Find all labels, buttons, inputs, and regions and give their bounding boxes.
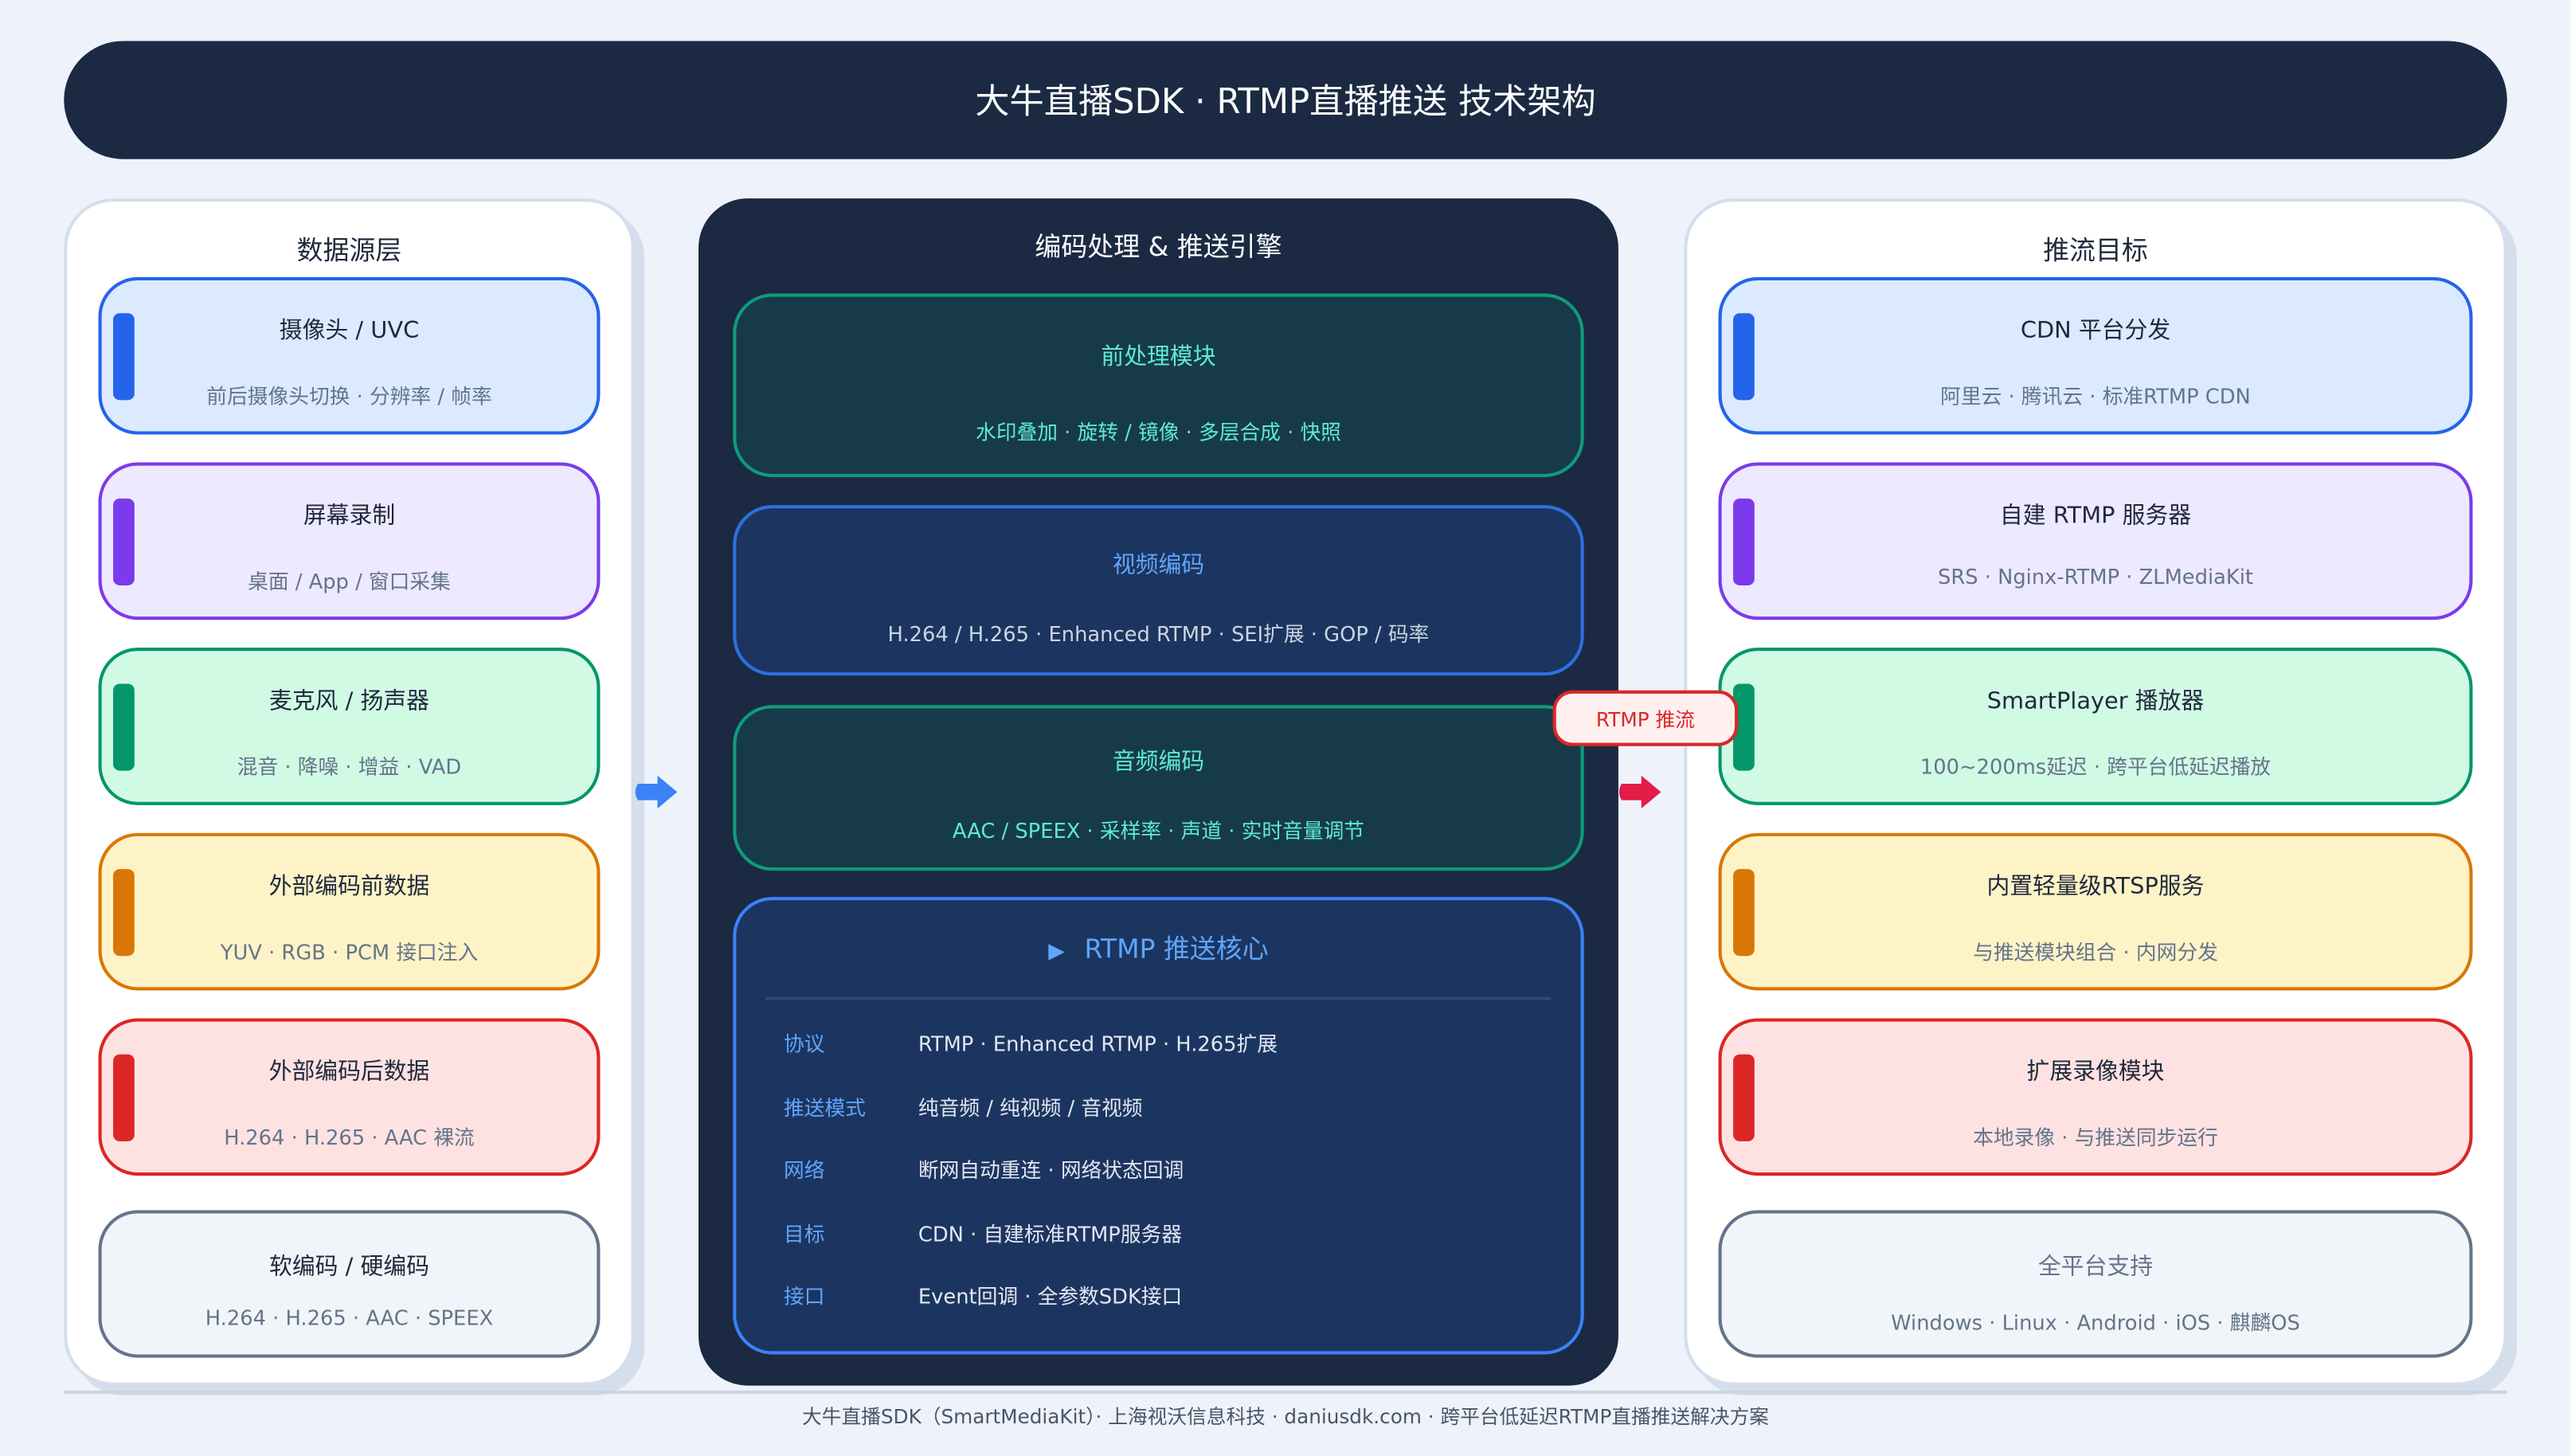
left-card: 摄像头 / UVC 前后摄像头切换 · 分辨率 / 帧率 bbox=[98, 276, 601, 435]
card-subtitle: YUV · RGB · PCM 接口注入 bbox=[220, 939, 479, 965]
module-title: 视频编码 bbox=[1112, 552, 1205, 579]
play-triangle-icon: ▶ bbox=[1048, 939, 1065, 965]
rtmp-push-badge: RTMP 推流 bbox=[1552, 690, 1739, 746]
row-label: 网络 bbox=[784, 1157, 825, 1183]
left-card: 外部编码后数据 H.264 · H.265 · AAC 裸流 bbox=[98, 1018, 601, 1176]
footer-text: 大牛直播SDK（SmartMediaKit）· 上海视沃信息科技 · daniu… bbox=[802, 1405, 1769, 1429]
row-label: 推送模式 bbox=[784, 1094, 867, 1120]
card-subtitle: 前后摄像头切换 · 分辨率 / 帧率 bbox=[206, 383, 492, 409]
card-subtitle: SRS · Nginx-RTMP · ZLMediaKit bbox=[1937, 564, 2254, 589]
arrow-right-icon bbox=[1618, 775, 1661, 808]
right-card: 内置轻量级RTSP服务与推送模块组合 · 内网分发 bbox=[1718, 832, 2473, 991]
page-title: 大牛直播SDK · RTMP直播推送 技术架构 bbox=[975, 81, 1596, 122]
row-label: 接口 bbox=[784, 1284, 825, 1309]
accent-bar bbox=[113, 313, 135, 401]
row-value: 纯音频 / 纯视频 / 音视频 bbox=[918, 1094, 1143, 1120]
left-card: 外部编码前数据 YUV · RGB · PCM 接口注入 bbox=[98, 832, 601, 991]
card-title: 扩展录像模块 bbox=[2026, 1059, 2165, 1086]
accent-bar bbox=[1733, 498, 1755, 585]
accent-bar bbox=[1733, 1054, 1755, 1141]
rtmp-core-module: ▶ RTMP 推送核心 协议 RTMP · Enhanced RTMP · H.26… bbox=[733, 897, 1584, 1355]
card-subtitle: 与推送模块组合 · 内网分发 bbox=[1973, 939, 2218, 965]
left-card: 麦克风 / 扬声器混音 · 降噪 · 增益 · VAD bbox=[98, 648, 601, 805]
card-subtitle: 100~200ms延迟 · 跨平台低延迟播放 bbox=[1919, 754, 2272, 779]
card-subtitle: H.264 · H.265 · AAC 裸流 bbox=[224, 1125, 475, 1150]
card-title: 软编码 / 硬编码 bbox=[269, 1254, 429, 1281]
right-card: 全平台支持 Windows · Linux · Android · iOS · 麒… bbox=[1718, 1210, 2473, 1358]
panel-title: 编码处理 & 推送引擎 bbox=[1035, 231, 1282, 263]
module-subtitle: 水印叠加 · 旋转 / 镜像 · 多层合成 · 快照 bbox=[975, 420, 1341, 444]
accent-bar bbox=[113, 683, 135, 771]
header-banner: 大牛直播SDK · RTMP直播推送 技术架构 bbox=[64, 41, 2507, 159]
audio-encode-module: 音频编码 AAC / SPEEX · 采样率 · 声道 · 实时音量调节 bbox=[733, 705, 1584, 871]
panel-title: 数据源层 bbox=[296, 234, 402, 266]
card-title: 麦克风 / 扬声器 bbox=[269, 688, 429, 715]
right-card: CDN 平台分发阿里云 · 腾讯云 · 标准RTMP CDN bbox=[1718, 276, 2473, 435]
card-title: CDN 平台分发 bbox=[2020, 318, 2171, 345]
accent-bar bbox=[1733, 313, 1755, 401]
module-title: RTMP 推送核心 bbox=[1084, 933, 1269, 965]
footer-divider bbox=[64, 1390, 2507, 1394]
card-subtitle: 桌面 / App / 窗口采集 bbox=[248, 569, 451, 594]
row-label: 协议 bbox=[784, 1031, 825, 1056]
panel-title: 推流目标 bbox=[2043, 234, 2148, 266]
module-subtitle: AAC / SPEEX · 采样率 · 声道 · 实时音量调节 bbox=[952, 818, 1365, 843]
card-subtitle: 混音 · 降噪 · 增益 · VAD bbox=[237, 754, 462, 779]
arrow-right-icon bbox=[635, 775, 678, 808]
row-label: 目标 bbox=[784, 1221, 825, 1247]
engine-panel: 编码处理 & 推送引擎 前处理模块 水印叠加 · 旋转 / 镜像 · 多层合成 … bbox=[699, 198, 1618, 1386]
divider bbox=[765, 996, 1552, 1000]
card-subtitle: Windows · Linux · Android · iOS · 麒麟OS bbox=[1891, 1309, 2300, 1335]
left-card: 屏幕录制桌面 / App / 窗口采集 bbox=[98, 462, 601, 620]
right-card: 扩展录像模块本地录像 · 与推送同步运行 bbox=[1718, 1018, 2473, 1176]
module-subtitle: H.264 / H.265 · Enhanced RTMP · SEI扩展 · … bbox=[887, 621, 1430, 647]
row-value: Event回调 · 全参数SDK接口 bbox=[918, 1284, 1183, 1309]
card-title: 外部编码前数据 bbox=[268, 874, 430, 901]
card-subtitle: 本地录像 · 与推送同步运行 bbox=[1973, 1125, 2218, 1150]
row-value: 断网自动重连 · 网络状态回调 bbox=[918, 1157, 1184, 1183]
accent-bar bbox=[113, 869, 135, 957]
card-subtitle: H.264 · H.265 · AAC · SPEEX bbox=[205, 1305, 494, 1330]
accent-bar bbox=[113, 1054, 135, 1141]
left-card: 软编码 / 硬编码 H.264 · H.265 · AAC · SPEEX bbox=[98, 1210, 601, 1358]
card-title: 屏幕录制 bbox=[303, 503, 396, 530]
module-title: 前处理模块 bbox=[1101, 344, 1216, 371]
right-card: 自建 RTMP 服务器 SRS · Nginx-RTMP · ZLMediaKit bbox=[1718, 462, 2473, 620]
row-value: RTMP · Enhanced RTMP · H.265扩展 bbox=[918, 1031, 1278, 1056]
card-title: 外部编码后数据 bbox=[268, 1059, 430, 1086]
card-title: 内置轻量级RTSP服务 bbox=[1986, 874, 2205, 901]
card-title: 摄像头 / UVC bbox=[279, 318, 420, 345]
card-title: 全平台支持 bbox=[2037, 1254, 2154, 1281]
badge-label: RTMP 推流 bbox=[1595, 707, 1695, 731]
row-value: CDN · 自建标准RTMP服务器 bbox=[918, 1221, 1183, 1247]
accent-bar bbox=[113, 498, 135, 585]
card-title: SmartPlayer 播放器 bbox=[1986, 688, 2205, 715]
preprocess-module: 前处理模块 水印叠加 · 旋转 / 镜像 · 多层合成 · 快照 bbox=[733, 293, 1584, 478]
accent-bar bbox=[1733, 869, 1755, 957]
card-title: 自建 RTMP 服务器 bbox=[1999, 503, 2192, 530]
video-encode-module: 视频编码 H.264 / H.265 · Enhanced RTMP · SEI… bbox=[733, 505, 1584, 676]
module-title: 音频编码 bbox=[1112, 749, 1205, 776]
card-subtitle: 阿里云 · 腾讯云 · 标准RTMP CDN bbox=[1940, 383, 2251, 409]
right-card: SmartPlayer 播放器 100~200ms延迟 · 跨平台低延迟播放 bbox=[1718, 648, 2473, 805]
